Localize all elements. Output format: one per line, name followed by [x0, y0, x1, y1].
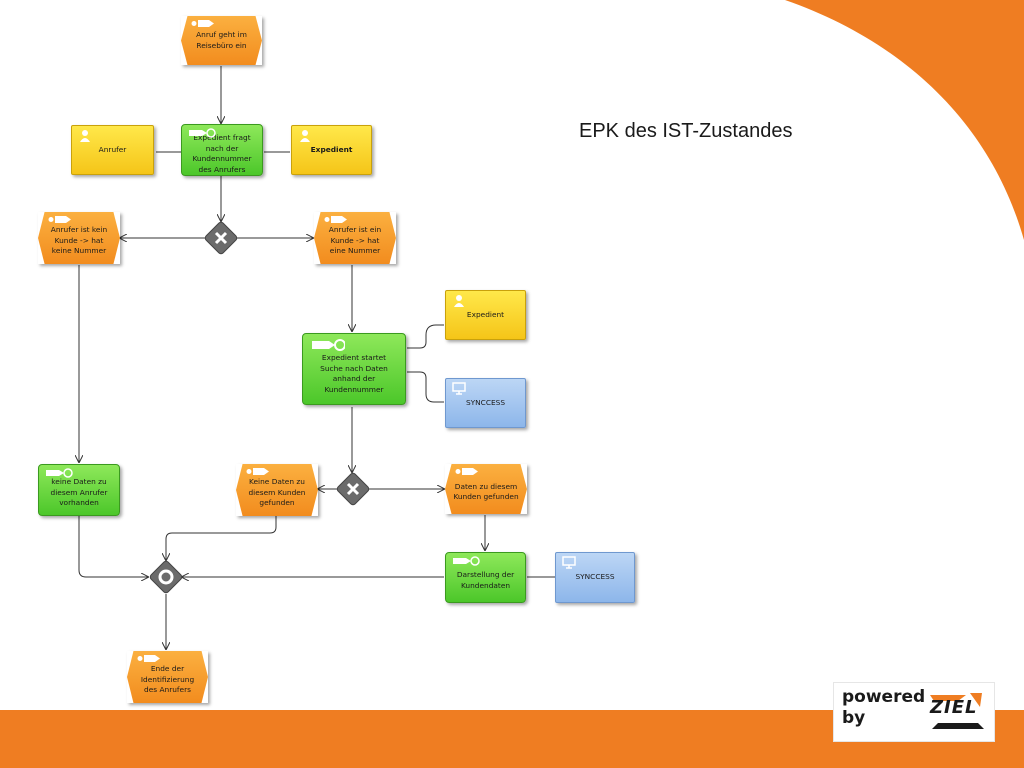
function-icon	[453, 556, 480, 566]
person-icon	[80, 130, 90, 142]
event-icon	[455, 468, 478, 475]
function-display[interactable]: Darstellung der Kundendaten	[445, 552, 526, 603]
event-icon	[48, 216, 71, 223]
function-icon	[46, 468, 73, 478]
ziel-brand-text: ZIEL	[930, 697, 978, 718]
monitor-icon	[562, 556, 576, 569]
function-no-data[interactable]: keine Daten zu diesem Anrufer vorhanden	[38, 464, 120, 516]
or-connector	[149, 560, 183, 594]
org-anrufer[interactable]: Anrufer	[71, 125, 154, 175]
event-data-found[interactable]: Daten zu diesem Kunden gefunden	[445, 464, 527, 514]
logo-line2: by	[842, 708, 866, 728]
event-icon	[137, 655, 160, 662]
person-icon	[454, 295, 464, 307]
event-end[interactable]: Ende der Identifizierung des Anrufers	[127, 651, 208, 703]
event-icon	[191, 20, 214, 27]
function-icon	[312, 339, 345, 351]
event-customer[interactable]: Anrufer ist ein Kunde -> hat eine Nummer	[314, 212, 396, 264]
event-icon	[324, 216, 347, 223]
event-icon	[246, 468, 269, 475]
function-icon	[189, 128, 216, 138]
logo-line1: powered	[842, 687, 926, 707]
event-no-data[interactable]: Keine Daten zu diesem Kunden gefunden	[236, 464, 318, 516]
org-expedient[interactable]: Expedient	[291, 125, 372, 175]
event-start[interactable]: Anruf geht im Reisebüro ein	[181, 16, 262, 65]
xor-connector	[336, 472, 370, 506]
org-expedient[interactable]: Expedient	[445, 290, 526, 340]
powered-by-logo: powered by ZIEL	[833, 682, 995, 742]
xor-connector	[204, 221, 238, 255]
system-synccess[interactable]: SYNCCESS	[555, 552, 635, 603]
system-synccess[interactable]: SYNCCESS	[445, 378, 526, 428]
monitor-icon	[452, 382, 466, 395]
ziel-logo-mark	[930, 693, 984, 729]
function-ask-number[interactable]: Expedient fragt nach der Kundennummer de…	[181, 124, 263, 176]
person-icon	[300, 130, 310, 142]
slide-title: EPK des IST-Zustandes	[579, 120, 793, 142]
orange-swoosh	[785, 0, 1024, 240]
event-no-customer[interactable]: Anrufer ist kein Kunde -> hat keine Numm…	[38, 212, 120, 264]
function-search[interactable]: Expedient startet Suche nach Daten anhan…	[302, 333, 406, 405]
